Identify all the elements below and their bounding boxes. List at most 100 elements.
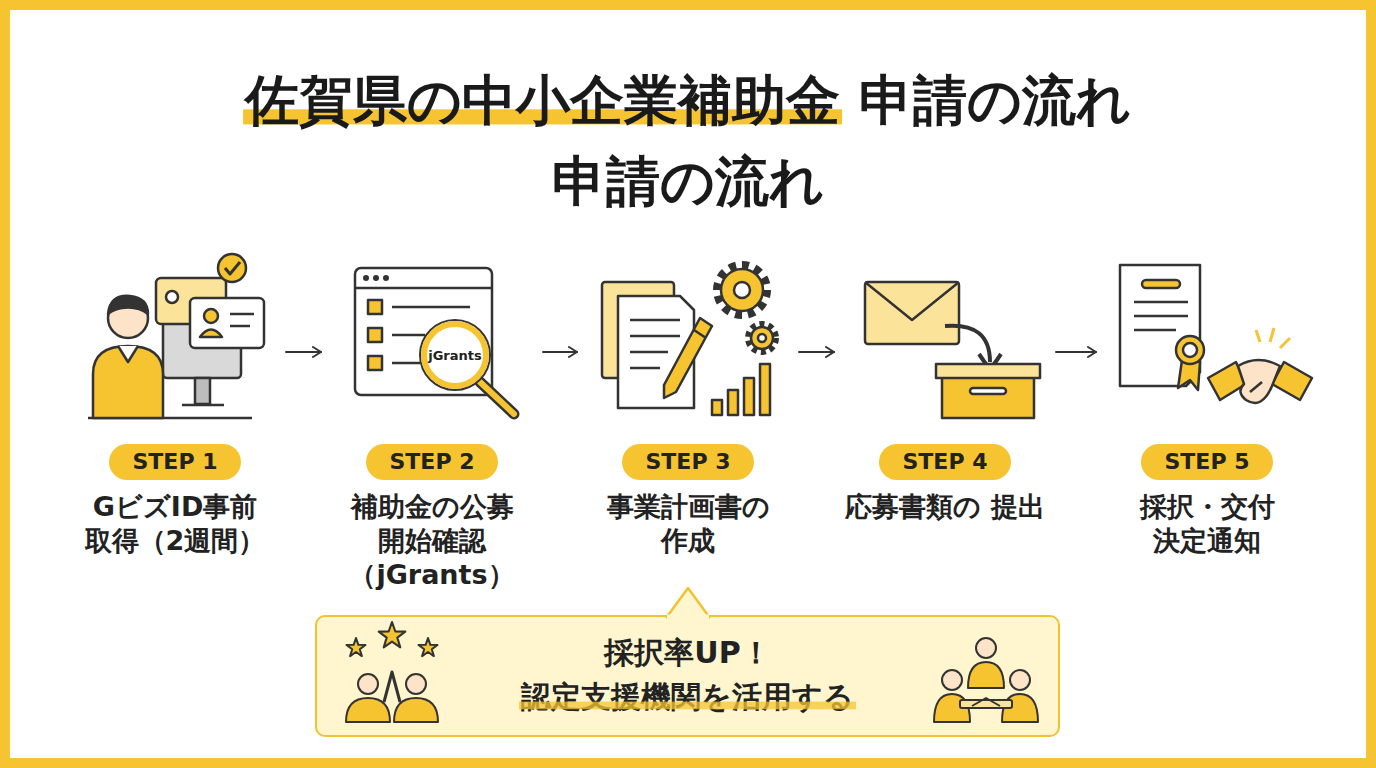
meeting-icon [934,694,970,722]
meeting-icon [972,698,1000,706]
process-step: STEP 3 事業計画書の 作成 [583,258,793,558]
business-plan-icon [717,265,767,315]
business-plan-icon [694,330,706,338]
business-plan-icon [618,296,694,408]
step-badge-row: STEP 3 [583,436,793,480]
diagram-title: 佐賀県の中小企業補助金 申請の流れ 申請の流れ [173,60,1203,222]
certificate-handshake-icon [1134,315,1188,318]
business-plan-icon [630,367,660,370]
person-computer-icon [118,346,138,362]
certificate-handshake-icon [1176,336,1204,364]
person-computer-icon [230,313,254,316]
step-badge: STEP 4 [879,444,1012,480]
browser-search-icon [368,356,382,370]
meeting-icon [968,662,1004,688]
browser-search-icon [392,306,470,309]
certificate-handshake-icon [1134,301,1188,304]
step-badge-row: STEP 1 [70,436,280,480]
process-step: STEP 5 採択・交付 決定通知 [1102,258,1312,558]
browser-search-icon [480,382,514,414]
business-plan-icon [602,282,674,378]
person-computer-icon [108,298,148,338]
step-label: 補助金の公募 開始確認 （jGrants） [327,490,537,593]
step-label: 事業計画書の 作成 [583,490,793,559]
success-team-icon [346,622,438,722]
flow-arrow [543,351,577,353]
browser-search-icon [355,268,492,395]
step-badge-row: STEP 4 [840,436,1050,480]
success-team-icon [419,638,438,656]
success-team-icon [347,638,366,656]
step-badge-row: STEP 5 [1102,436,1312,480]
business-plan-icon [748,324,776,352]
certificate-handshake-icon [1208,362,1246,400]
submit-mail-icon [865,282,959,320]
browser-search-icon [392,362,420,365]
success-team-icon [394,698,438,722]
business-plan-icon [630,319,680,322]
meeting-icon [942,670,962,690]
browser-search-icon [420,320,490,390]
success-team-icon [346,698,390,722]
browser-search-icon [368,328,382,342]
process-step: STEP 1 GビズID事前 取得（2週間） [70,258,280,558]
certificate-handshake-icon [1280,338,1290,348]
flow-arrow [1056,351,1096,353]
icon-label: jGrants [428,348,482,363]
step-badge: STEP 1 [109,444,242,480]
person-computer-icon [230,325,250,328]
business-plan-icon [721,269,763,311]
icon-space [1102,258,1312,436]
person-computer-icon [88,417,252,420]
step-label: 採択・交付 決定通知 [1102,490,1312,559]
browser-search-icon [480,382,514,414]
callout-box: 採択率UP！ 認定支援機関を活用する [315,615,1060,737]
icon-space [70,258,280,436]
title-block: 佐賀県の中小企業補助金 申請の流れ 申請の流れ [0,60,1376,222]
business-plan-icon [734,282,750,298]
person-computer-icon [218,254,246,282]
person-computer-icon [195,378,210,404]
certificate-handshake-icon [1142,280,1180,288]
business-plan-icon [664,318,712,398]
process-step: STEP 2 補助金の公募 開始確認 （jGrants） [327,258,537,593]
flow-arrow [286,351,321,353]
certificate-handshake-icon [1256,330,1260,342]
browser-search-icon [424,324,486,386]
business-plan-icon [751,327,773,349]
person-computer-icon [93,346,163,418]
text-highlight [519,702,856,710]
certificate-handshake-icon [1120,265,1200,386]
step-badge: STEP 2 [366,444,499,480]
step-label: GビズID事前 取得（2週間） [70,490,280,559]
submit-mail-icon [865,282,959,344]
person-computer-icon [166,291,178,303]
browser-search-icon [373,275,379,281]
callout-highlight [519,702,856,710]
submit-mail-icon [970,388,1006,394]
step-label: 応募書類の 提出 [840,490,1050,524]
callout-tail [666,588,710,621]
meeting-icon [934,638,1038,722]
business-plan-icon [744,378,754,415]
step-badge: STEP 3 [622,444,755,480]
meeting-icon [1002,694,1038,722]
process-step: STEP 4 応募書類の 提出 [840,258,1050,524]
person-computer-icon [225,262,240,274]
person-computer-icon [108,296,148,314]
certificate-handshake-icon [1272,362,1312,400]
business-plan-icon [758,334,766,342]
flow-arrow [799,351,834,353]
business-plan-icon [760,364,770,415]
step-badge: STEP 5 [1141,444,1274,480]
browser-search-icon [383,275,389,281]
person-computer-icon [163,318,241,378]
submit-mail-icon [979,354,1001,370]
icon-space [327,258,537,436]
success-team-icon [384,672,400,702]
certificate-handshake-icon [1120,265,1312,403]
business-plan-icon [712,400,722,415]
person-computer-icon [190,298,264,348]
success-team-icon [379,622,406,647]
submit-mail-icon [865,282,1040,418]
